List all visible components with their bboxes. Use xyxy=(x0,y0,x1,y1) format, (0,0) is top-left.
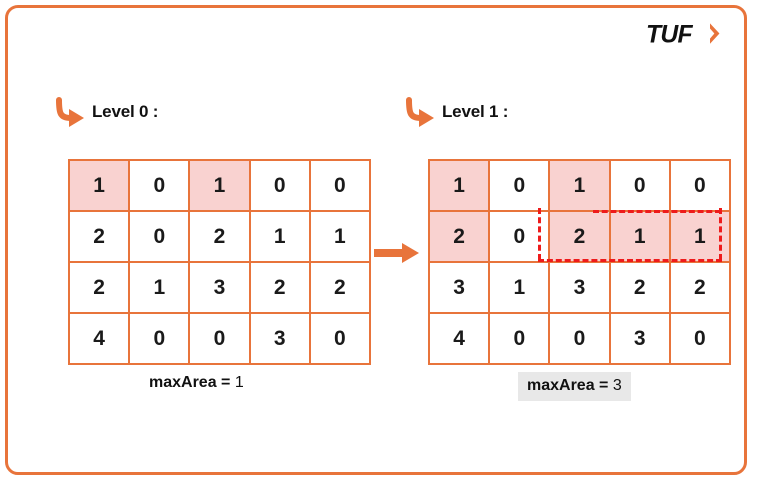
matrix-cell: 0 xyxy=(130,314,189,363)
level-1-label: Level 1 : xyxy=(442,102,509,121)
matrix-cell: 4 xyxy=(70,314,129,363)
matrix-cell: 2 xyxy=(670,263,729,312)
matrix-cell: 0 xyxy=(670,314,729,363)
matrix-cell: 1 xyxy=(610,212,669,261)
matrix-cell: 3 xyxy=(610,314,669,363)
matrix-cell: 0 xyxy=(310,314,369,363)
matrix-cell: 2 xyxy=(550,212,609,261)
level-0-heading: Level 0 : xyxy=(54,97,158,127)
matrix-cell: 2 xyxy=(250,263,309,312)
level-0-label: Level 0 : xyxy=(92,102,159,121)
matrix-cell: 1 xyxy=(190,161,249,210)
matrix-cell: 0 xyxy=(130,161,189,210)
matrix-cell: 0 xyxy=(550,314,609,363)
matrix-cell: 2 xyxy=(190,212,249,261)
curved-arrow-icon xyxy=(406,97,434,127)
matrix-cell: 0 xyxy=(250,161,309,210)
matrix-cell: 1 xyxy=(490,263,549,312)
matrix-cell: 3 xyxy=(190,263,249,312)
matrix-cell: 1 xyxy=(70,161,129,210)
matrix-cell: 1 xyxy=(670,212,729,261)
tuf-logo-icon: TUF xyxy=(646,18,726,52)
matrix-cell: 0 xyxy=(190,314,249,363)
matrix-cell: 1 xyxy=(550,161,609,210)
matrix-cell: 1 xyxy=(310,212,369,261)
curved-arrow-icon xyxy=(56,97,84,127)
right-arrow-icon xyxy=(374,243,419,263)
matrix-cell: 1 xyxy=(130,263,189,312)
matrix-cell: 2 xyxy=(430,212,489,261)
matrix-cell: 0 xyxy=(490,161,549,210)
matrix-cell: 0 xyxy=(310,161,369,210)
max-area-caption-level-1: maxArea = 3 xyxy=(518,372,631,401)
max-area-key: maxArea = xyxy=(527,377,613,394)
matrix-cell: 0 xyxy=(670,161,729,210)
matrix-cell: 2 xyxy=(310,263,369,312)
matrix-cell: 2 xyxy=(70,212,129,261)
max-area-key: maxArea = xyxy=(149,374,235,391)
svg-text:TUF: TUF xyxy=(646,21,693,48)
matrix-cell: 1 xyxy=(430,161,489,210)
max-area-value: 3 xyxy=(612,377,622,394)
matrix-cell: 2 xyxy=(70,263,129,312)
matrix-cell: 0 xyxy=(490,212,549,261)
matrix-cell: 0 xyxy=(490,314,549,363)
max-area-caption-level-0: maxArea = 1 xyxy=(149,374,244,392)
matrix-cell: 3 xyxy=(550,263,609,312)
matrix-cell: 3 xyxy=(430,263,489,312)
matrix-cell: 3 xyxy=(250,314,309,363)
level-1-heading: Level 1 : xyxy=(404,97,508,127)
max-area-value: 1 xyxy=(234,374,244,391)
matrix-cell: 2 xyxy=(610,263,669,312)
matrix-cell: 0 xyxy=(130,212,189,261)
matrix-cell: 4 xyxy=(430,314,489,363)
matrix-cell: 1 xyxy=(250,212,309,261)
matrix-cell: 0 xyxy=(610,161,669,210)
